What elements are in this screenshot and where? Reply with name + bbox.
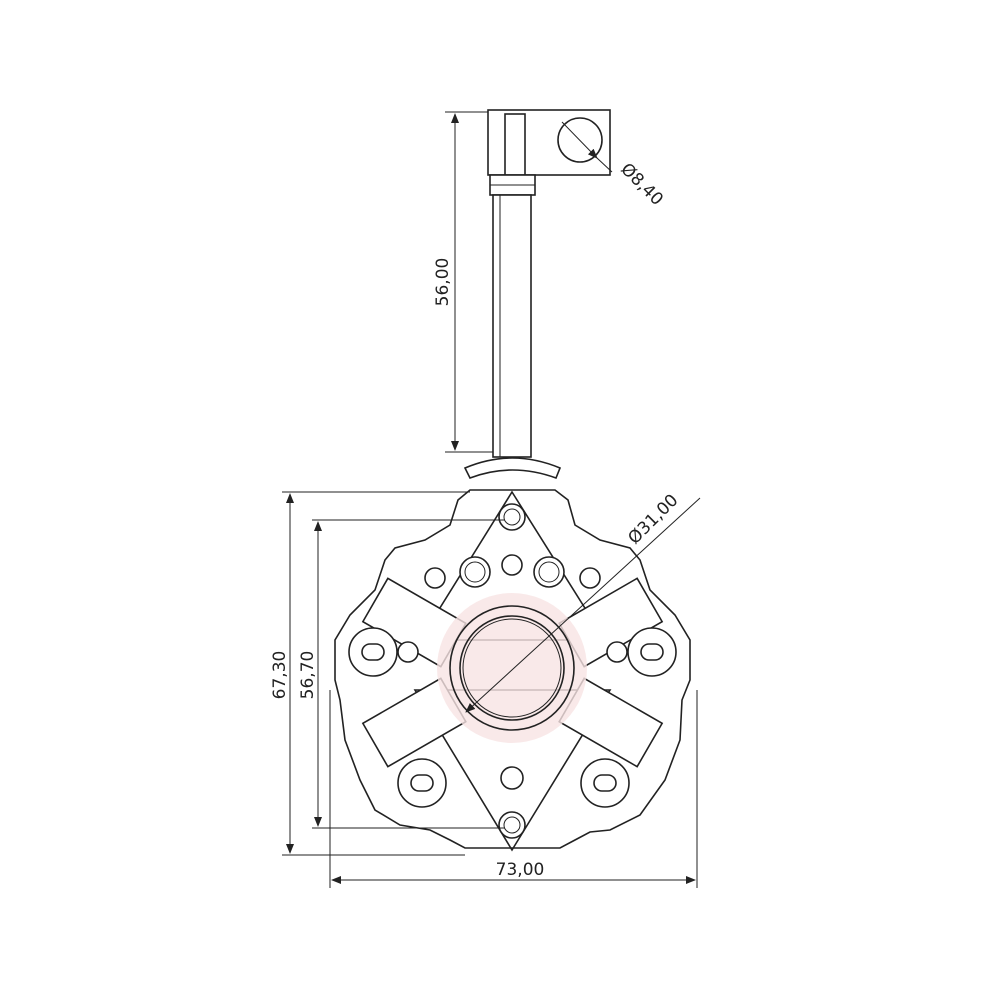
lead-length-label: 56,00 <box>433 258 453 307</box>
lead-terminal <box>463 109 611 480</box>
dim-mount-hole-spacing: 56,70 <box>298 519 505 829</box>
overall-width-label: 73,00 <box>496 860 545 880</box>
commutator-diameter-label: Ø31,00 <box>624 491 682 549</box>
dim-overall-height: 67,30 <box>270 491 470 856</box>
holes <box>397 503 628 839</box>
mount-hole-spacing-label: 56,70 <box>298 651 318 700</box>
connector-hole-label: Ø8,40 <box>616 159 666 209</box>
commutator <box>437 593 587 743</box>
overall-height-label: 67,30 <box>270 651 290 700</box>
dim-overall-width: 73,00 <box>329 690 698 888</box>
spring-terminals <box>348 627 677 808</box>
dim-lead-length: 56,00 <box>433 111 493 453</box>
